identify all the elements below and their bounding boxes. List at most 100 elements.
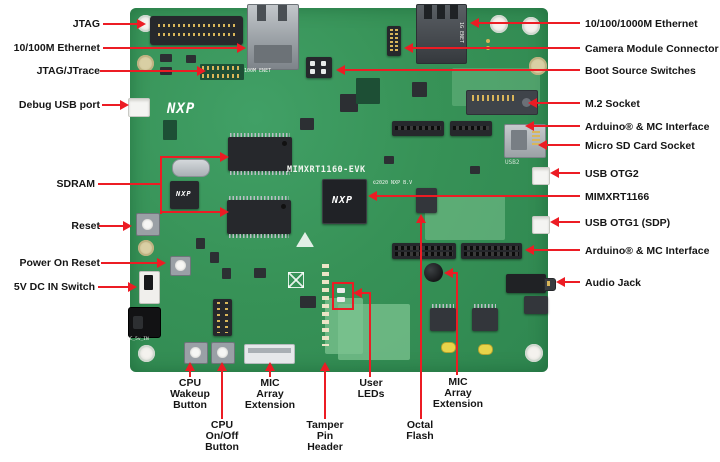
chip-pins: [229, 196, 289, 200]
annotation-arrow: [444, 268, 453, 278]
dc-power-jack: [128, 307, 161, 338]
sdram-chip-2: [227, 196, 291, 238]
annotation-line: [324, 368, 326, 419]
soic-chip-1: [430, 304, 456, 331]
annotation-arrow: [556, 277, 565, 287]
eth1g-silkscreen: 1G ENET: [458, 22, 464, 44]
annotation-line: [101, 262, 157, 264]
arduino-header-bottom-2: [461, 243, 522, 259]
annotation-line: [412, 47, 580, 49]
ic-chip: [384, 156, 394, 164]
annotation-arrow: [220, 152, 229, 162]
header-pins: [202, 66, 242, 70]
audio-jack: [506, 274, 556, 293]
boot-source-switches: [306, 57, 332, 78]
annotation-line: [344, 69, 580, 71]
label-jtag: JTAG: [72, 18, 100, 30]
mounting-hole: [529, 57, 547, 75]
nxp-chip-logo: NXP: [176, 190, 192, 198]
annotation-line: [533, 249, 580, 251]
eth100-silkscreen: 100M ENET: [244, 68, 272, 74]
annotation-line: [533, 125, 580, 127]
annotation-arrow: [528, 98, 537, 108]
label-arduino-mc-interface-bottom: Arduino® & MC Interface: [585, 245, 710, 257]
mounting-hole: [137, 55, 154, 72]
annotation-line: [103, 47, 237, 49]
jtag-pins: [158, 33, 235, 36]
annotation-line: [478, 22, 580, 24]
m2-gold-fingers: [472, 95, 516, 101]
nxp-small-chip: NXP: [170, 181, 199, 209]
camera-connector-pins: [390, 29, 393, 53]
pcb-pad-panel: [338, 304, 410, 360]
jtag-jtrace-header: [200, 64, 244, 80]
ethernet-port-1g: [416, 4, 467, 64]
sd-card: [511, 130, 527, 150]
header-pins: [202, 74, 242, 78]
annotation-arrow: [320, 362, 330, 371]
ic-chip: [340, 94, 358, 112]
cpu-onoff-button: [211, 342, 235, 364]
annotation-arrow: [185, 362, 195, 371]
annotation-line: [98, 286, 128, 288]
label-jtag-jtrace: JTAG/JTrace: [36, 65, 100, 77]
annotation-line: [456, 272, 458, 375]
label-octal-flash: Octal Flash: [406, 419, 434, 442]
annotation-arrow: [123, 221, 132, 231]
chip-pins: [229, 234, 289, 238]
dc-jack-opening: [133, 316, 143, 329]
sd-contacts: [532, 131, 540, 147]
jumper: [222, 268, 231, 279]
silkscreen-triangle: [296, 232, 314, 247]
usb-otg1-port: [532, 216, 550, 234]
annotation-line: [99, 225, 123, 227]
status-led: [486, 39, 490, 43]
rj45-tab: [424, 5, 432, 19]
label-micro-sd-card-socket: Micro SD Card Socket: [585, 140, 695, 152]
arduino-header-bottom-1: [392, 243, 456, 259]
crystal-oscillator: [172, 159, 210, 177]
jtag-connector: [150, 16, 243, 45]
annotation-arrow: [120, 100, 129, 110]
silkscreen-symbol: [288, 272, 304, 288]
jumper: [210, 252, 219, 263]
header-holes: [395, 126, 441, 130]
debug-usb-port: [128, 98, 150, 117]
mic-array-fpc-connector: [244, 344, 295, 364]
annotation-arrow: [237, 43, 246, 53]
annotation-line: [162, 211, 220, 213]
rj45-tab: [450, 5, 458, 19]
pin-header: [356, 78, 380, 104]
arduino-header-top-2: [450, 121, 492, 136]
mimxrt1166-cpu-chip: NXP: [322, 179, 367, 224]
m2-socket: [466, 90, 538, 115]
header-holes: [464, 252, 519, 256]
annotation-line: [452, 272, 458, 274]
dip-switch: [310, 69, 315, 74]
annotation-arrow: [128, 282, 137, 292]
annotation-line: [98, 183, 162, 185]
annotation-arrow: [470, 18, 479, 28]
dip-switch: [310, 61, 315, 66]
header-pins: [217, 302, 220, 333]
gold-pad: [478, 344, 493, 355]
octal-flash-chip: [416, 188, 437, 213]
ic-chip: [412, 82, 427, 97]
label-camera-module-connector: Camera Module Connector: [585, 43, 719, 55]
annotation-arrow: [525, 121, 534, 131]
reset-button: [136, 213, 160, 236]
annotation-line: [102, 104, 120, 106]
audio-jack-barrel: [544, 278, 556, 291]
jtag-pins: [158, 24, 235, 27]
annotation-arrow: [137, 19, 146, 29]
annotation-arrow: [404, 43, 413, 53]
mounting-hole: [525, 344, 543, 362]
label-debug-usb-port: Debug USB port: [18, 99, 100, 111]
ic-chip: [470, 166, 480, 174]
header-holes: [464, 246, 519, 250]
pin-header: [163, 120, 177, 140]
annotation-line: [536, 102, 580, 104]
annotation-arrow: [217, 362, 227, 371]
expansion-header-2x5: [213, 299, 232, 336]
annotation-arrow: [353, 288, 362, 298]
